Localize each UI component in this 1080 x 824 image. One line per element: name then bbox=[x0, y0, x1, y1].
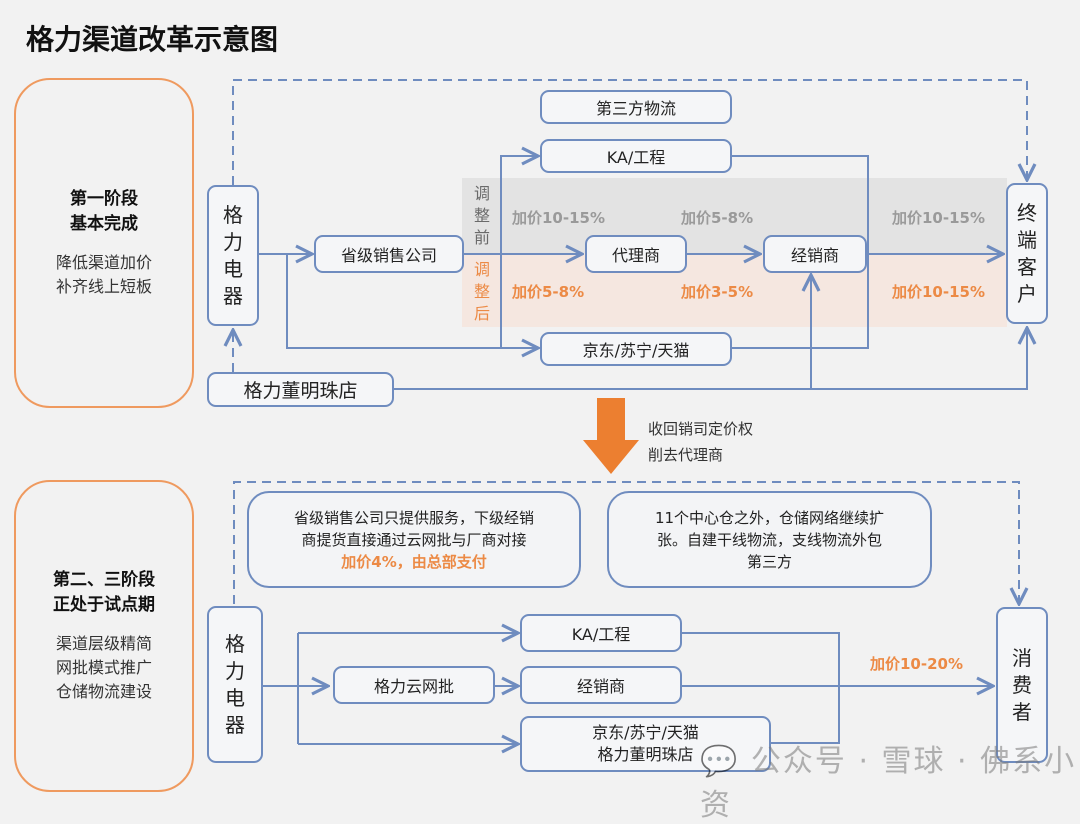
note2-line: 第三方 bbox=[746, 552, 792, 571]
wechat-icon: 💬 bbox=[700, 744, 740, 779]
transition-note: 收回销司定价权 削去代理商 bbox=[648, 416, 753, 468]
dashed-bottom-line bbox=[233, 481, 1019, 604]
agent-box: 代理商 bbox=[585, 235, 687, 273]
before-adjustment-band bbox=[462, 178, 1007, 253]
ka-box-bottom: KA/工程 bbox=[520, 614, 682, 652]
line-store-to-customer bbox=[393, 328, 1027, 390]
online-box-top: 京东/苏宁/天猫 bbox=[540, 332, 732, 366]
cloud-wholesale-box: 格力云网批 bbox=[333, 666, 495, 704]
stage1-heading-2: 基本完成 bbox=[70, 214, 138, 234]
note1-highlight: 加价4%，由总部支付 bbox=[341, 552, 487, 571]
after-char: 调 bbox=[473, 260, 490, 279]
after-markup-dealer: 加价10-15% bbox=[892, 283, 986, 301]
gree-char: 器 bbox=[223, 283, 243, 308]
before-markup-agent: 加价5-8% bbox=[681, 209, 754, 227]
consumer-char: 者 bbox=[1012, 699, 1032, 724]
online-store-box-bottom: 京东/苏宁/天猫 格力董明珠店 bbox=[520, 716, 771, 772]
down-arrow-icon bbox=[583, 398, 639, 474]
dealer-box-top: 经销商 bbox=[763, 235, 867, 273]
stage1-desc-1: 降低渠道加价 bbox=[55, 253, 152, 272]
stage1-panel: 第一阶段 基本完成 降低渠道加价 补齐线上短板 bbox=[14, 78, 194, 408]
note-provincial-service: 省级销售公司只提供服务，下级经销 商提货直接通过云网批与厂商对接 加价4%，由总… bbox=[247, 491, 581, 588]
before-adjustment-label: 调 整 前 bbox=[472, 183, 492, 249]
line-bottom-merge bbox=[682, 632, 840, 744]
after-char: 后 bbox=[473, 304, 490, 323]
consumer-char: 费 bbox=[1012, 672, 1032, 697]
consumer-char: 消 bbox=[1012, 645, 1032, 670]
gree-char: 电 bbox=[225, 685, 245, 710]
stage2-desc-3: 仓储物流建设 bbox=[55, 682, 152, 701]
before-char: 整 bbox=[473, 206, 490, 225]
connector-lines bbox=[0, 79, 1080, 794]
gree-box-bottom: 格 力 电 器 bbox=[207, 606, 263, 763]
stage2-desc-1: 渠道层级精简 bbox=[55, 634, 152, 653]
note-warehouse-logistics: 11个中心仓之外，仓储网络继续扩 张。自建干线物流，支线物流外包 第三方 bbox=[607, 491, 932, 588]
customer-char: 终 bbox=[1017, 200, 1037, 225]
stage2-desc-2: 网批模式推广 bbox=[55, 658, 152, 677]
gree-char: 格 bbox=[223, 202, 243, 227]
third-party-logistics-box: 第三方物流 bbox=[540, 90, 732, 124]
line-provincial-to-ka bbox=[500, 156, 538, 348]
watermark-text: 公众号 · 雪球 · 佛系小资 bbox=[700, 744, 1077, 823]
after-adjustment-band bbox=[462, 253, 1007, 327]
note2-line: 张。自建干线物流，支线物流外包 bbox=[656, 530, 882, 549]
before-markup-dealer: 加价10-15% bbox=[892, 209, 986, 227]
stage2-panel: 第二、三阶段 正处于试点期 渠道层级精简 网批模式推广 仓储物流建设 bbox=[14, 480, 194, 792]
consumer-box: 消 费 者 bbox=[996, 607, 1048, 763]
gree-char: 电 bbox=[223, 256, 243, 281]
stage2-heading-2: 正处于试点期 bbox=[53, 595, 155, 615]
note1-line: 商提货直接通过云网批与厂商对接 bbox=[301, 530, 527, 549]
gree-char: 器 bbox=[225, 712, 245, 737]
gree-char: 力 bbox=[223, 229, 243, 254]
after-char: 整 bbox=[473, 282, 490, 301]
stage2-heading-1: 第二、三阶段 bbox=[53, 570, 155, 590]
end-customer-box: 终 端 客 户 bbox=[1006, 183, 1048, 324]
transition-line: 收回销司定价权 bbox=[648, 420, 754, 438]
bottom-markup: 加价10-20% bbox=[870, 655, 964, 673]
gree-box-top: 格 力 电 器 bbox=[207, 185, 259, 326]
before-markup-provincial: 加价10-15% bbox=[512, 209, 606, 227]
dongmingzhu-store-box: 格力董明珠店 bbox=[207, 372, 394, 407]
gree-char: 格 bbox=[225, 631, 245, 656]
provincial-sales-box: 省级销售公司 bbox=[314, 235, 464, 273]
transition-line: 削去代理商 bbox=[648, 446, 724, 464]
line-ka-online-merge bbox=[731, 155, 869, 349]
note2-line: 11个中心仓之外，仓储网络继续扩 bbox=[654, 508, 885, 527]
customer-char: 户 bbox=[1017, 281, 1037, 306]
dealer-box-bottom: 经销商 bbox=[520, 666, 682, 704]
stage1-desc-2: 补齐线上短板 bbox=[55, 277, 152, 296]
page-title: 格力渠道改革示意图 bbox=[26, 23, 279, 56]
customer-char: 端 bbox=[1017, 227, 1037, 252]
stage1-heading-1: 第一阶段 bbox=[70, 189, 138, 209]
after-markup-agent: 加价3-5% bbox=[681, 283, 754, 301]
line-gree-to-online bbox=[286, 254, 538, 348]
gree-char: 力 bbox=[225, 658, 245, 683]
after-adjustment-label: 调 整 后 bbox=[472, 259, 492, 325]
online-line: 京东/苏宁/天猫 bbox=[592, 723, 699, 742]
before-char: 前 bbox=[473, 228, 490, 247]
after-markup-provincial: 加价5-8% bbox=[512, 283, 585, 301]
watermark: 💬 公众号 · 雪球 · 佛系小资 bbox=[700, 736, 1080, 824]
customer-char: 客 bbox=[1017, 254, 1037, 279]
note1-line: 省级销售公司只提供服务，下级经销 bbox=[293, 508, 534, 527]
online-line: 格力董明珠店 bbox=[597, 745, 694, 764]
dashed-logistics-line bbox=[232, 79, 1027, 185]
ka-box-top: KA/工程 bbox=[540, 139, 732, 173]
before-char: 调 bbox=[473, 184, 490, 203]
